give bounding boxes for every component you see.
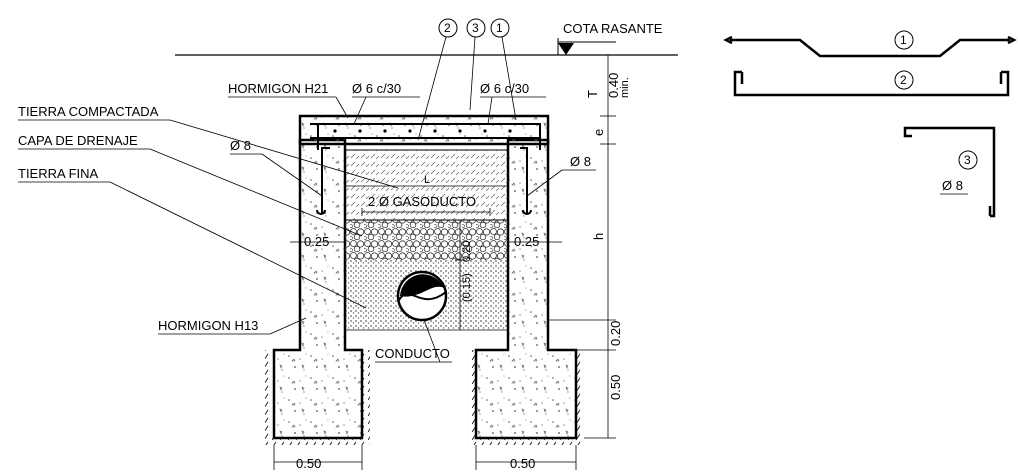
slab-rebar [310, 123, 541, 215]
left-wall-thickness: 0.25 [304, 234, 329, 249]
right-footing-width: 0.50 [510, 456, 535, 471]
detail-bar-2 [733, 70, 1010, 97]
left-wall-rebar-label: Ø 8 [230, 138, 251, 153]
tierra-compactada-label: TIERRA COMPACTADA [18, 104, 159, 119]
callout-bubble-2 [438, 18, 458, 38]
right-wall-concrete [474, 138, 578, 440]
vertical-dimension-chain [548, 55, 616, 439]
span-dimension-L [345, 185, 508, 216]
left-footing-width: 0.50 [296, 456, 321, 471]
gravel-fine-dimension [455, 219, 465, 330]
base-thickness-label: 0.20 [608, 321, 623, 346]
detail-bubble-1 [894, 30, 914, 50]
detail-bubble-3-text: 3 [964, 153, 971, 167]
slab-thickness-label: e [591, 129, 606, 136]
conducto-label: CONDUCTO [375, 346, 450, 361]
slab-rebar-right-label: Ø 6 c/30 [480, 81, 529, 96]
detail-bubble-1-text: 1 [900, 33, 907, 47]
cota-rasante-label: COTA RASANTE [563, 21, 663, 36]
capa-drenaje-label: CAPA DE DRENAJE [18, 133, 138, 148]
cota-rasante-marker [557, 38, 616, 55]
callout-bubble-1-text: 1 [496, 21, 503, 35]
detail-bubble-2-text: 2 [900, 73, 907, 87]
detail-3-diameter-label: Ø 8 [942, 178, 963, 193]
fine-thickness-label: (0.15) [461, 273, 473, 302]
callout-bubble-2-text: 2 [444, 21, 451, 35]
top-slab-concrete [298, 114, 550, 146]
footing-width-dimensions [273, 445, 577, 470]
detail-bar-3 [903, 126, 996, 218]
span-label-L: L [424, 174, 430, 186]
slab-rebar-left-label: Ø 6 c/30 [352, 81, 401, 96]
gasoducto-label: 2 Ø GASODUCTO [368, 194, 476, 209]
detail-bar-1 [723, 35, 1017, 58]
hormigon-h13-label: HORMIGON H13 [158, 318, 258, 333]
conduit-pipe [396, 270, 448, 322]
callout-bubble-3-text: 3 [472, 21, 479, 35]
gravel-thickness-label: 0.20 [461, 241, 473, 262]
drainage-gravel-fill [345, 220, 508, 260]
cover-depth-label: 0.40 [606, 73, 621, 98]
slab-rebar-dots [333, 129, 512, 133]
cover-min-label: min. [619, 77, 631, 98]
cover-T-label: T [585, 90, 600, 98]
detail-bubble-2 [894, 70, 914, 90]
right-wall-rebar-label: Ø 8 [570, 154, 591, 169]
detail-bubble-3 [958, 150, 978, 170]
hormigon-h21-label: HORMIGON H21 [228, 81, 328, 96]
footing-depth-label: 0.50 [608, 375, 623, 400]
height-label: h [591, 233, 606, 240]
callout-bubble-3 [466, 18, 486, 38]
callout-bubble-1 [490, 18, 510, 38]
right-wall-thickness: 0.25 [514, 234, 539, 249]
tierra-fina-label: TIERRA FINA [18, 166, 99, 181]
compacted-soil-fill [344, 149, 509, 221]
